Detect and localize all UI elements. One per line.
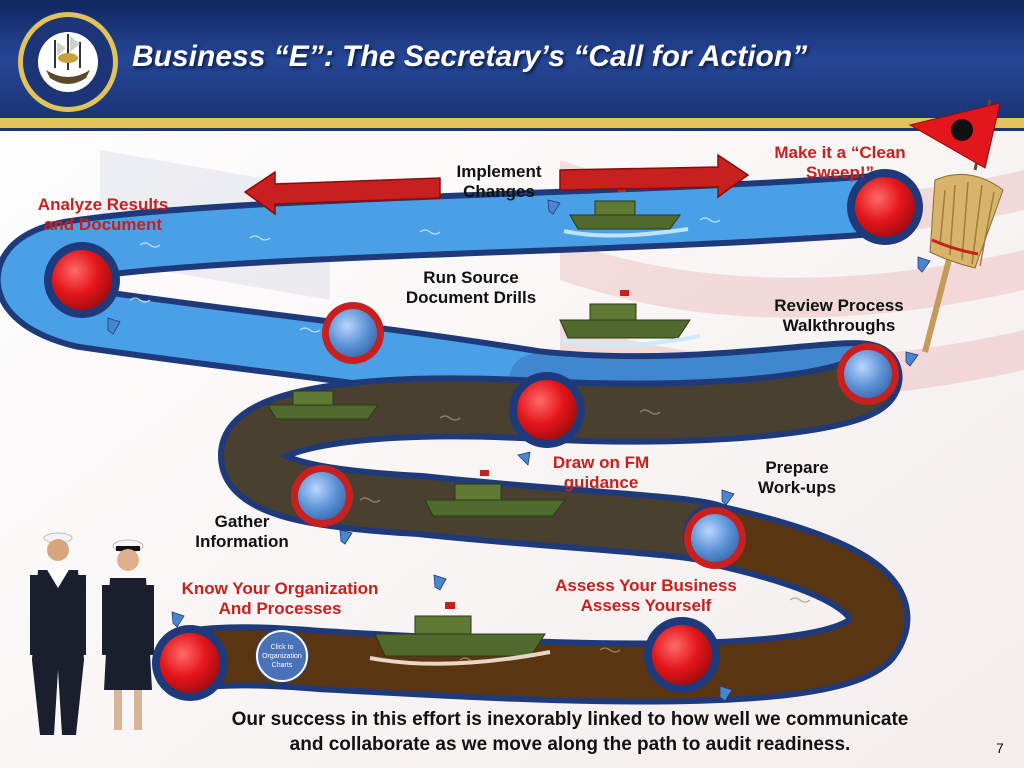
label-run-source-drills: Run Source Document Drills xyxy=(405,268,537,307)
pennant-flag-icon xyxy=(908,99,1001,171)
header-blue-stripe xyxy=(0,128,1024,131)
boat-icon xyxy=(267,390,379,420)
footer-statement: Our success in this effort is inexorably… xyxy=(231,709,909,755)
page-number: 7 xyxy=(996,740,1004,756)
label-implement-changes: Implement Changes xyxy=(456,162,542,201)
boat-icon xyxy=(559,290,701,348)
boat-icon xyxy=(424,470,566,517)
pointer-arrow-icon xyxy=(721,489,735,506)
milestone-blue-nodes xyxy=(291,302,899,569)
pointer-arrow-icon xyxy=(433,574,447,591)
double-arrow-icon xyxy=(243,153,750,216)
header-gold-stripe xyxy=(0,118,1024,128)
label-know-your-organization: Know Your Organization And Processes xyxy=(181,579,379,618)
organization-charts-button[interactable]: Click to Organization Charts xyxy=(256,630,308,682)
broom-icon xyxy=(922,173,1004,353)
label-review-process: Review Process Walkthroughs xyxy=(774,296,904,335)
milestone-red-nodes xyxy=(44,169,923,701)
label-assess-your-business: Assess Your Business Assess Yourself xyxy=(555,576,737,615)
pointer-arrow-icon xyxy=(905,351,919,367)
label-draw-fm-guidance: Draw on FM guidance xyxy=(552,453,650,492)
label-prepare-workups: Prepare Work-ups xyxy=(757,458,837,497)
boat-icon xyxy=(369,602,551,666)
pointer-arrow-icon xyxy=(107,317,121,335)
sailor-figure-icon xyxy=(102,539,154,730)
label-clean-sweep: Make it a “Clean Sweep!” xyxy=(774,143,906,182)
water-ripples xyxy=(129,217,721,333)
pointer-arrow-icon xyxy=(917,256,931,273)
navy-seal-icon xyxy=(18,12,118,112)
label-analyze-results: Analyze Results and Document xyxy=(37,195,169,234)
pointer-arrow-icon xyxy=(171,611,185,628)
slide-title: Business “E”: The Secretary’s “Call for … xyxy=(132,40,808,73)
pointer-arrow-icon xyxy=(719,685,733,702)
pointer-arrow-icon xyxy=(547,199,561,215)
pointer-arrows xyxy=(107,199,931,702)
pointer-arrow-icon xyxy=(517,451,531,466)
header-bar xyxy=(0,0,1024,118)
boat-icon xyxy=(563,187,689,238)
sailor-figure-icon xyxy=(30,532,86,735)
pointer-arrow-icon xyxy=(339,529,353,545)
label-gather-information: Gather Information xyxy=(195,512,289,551)
